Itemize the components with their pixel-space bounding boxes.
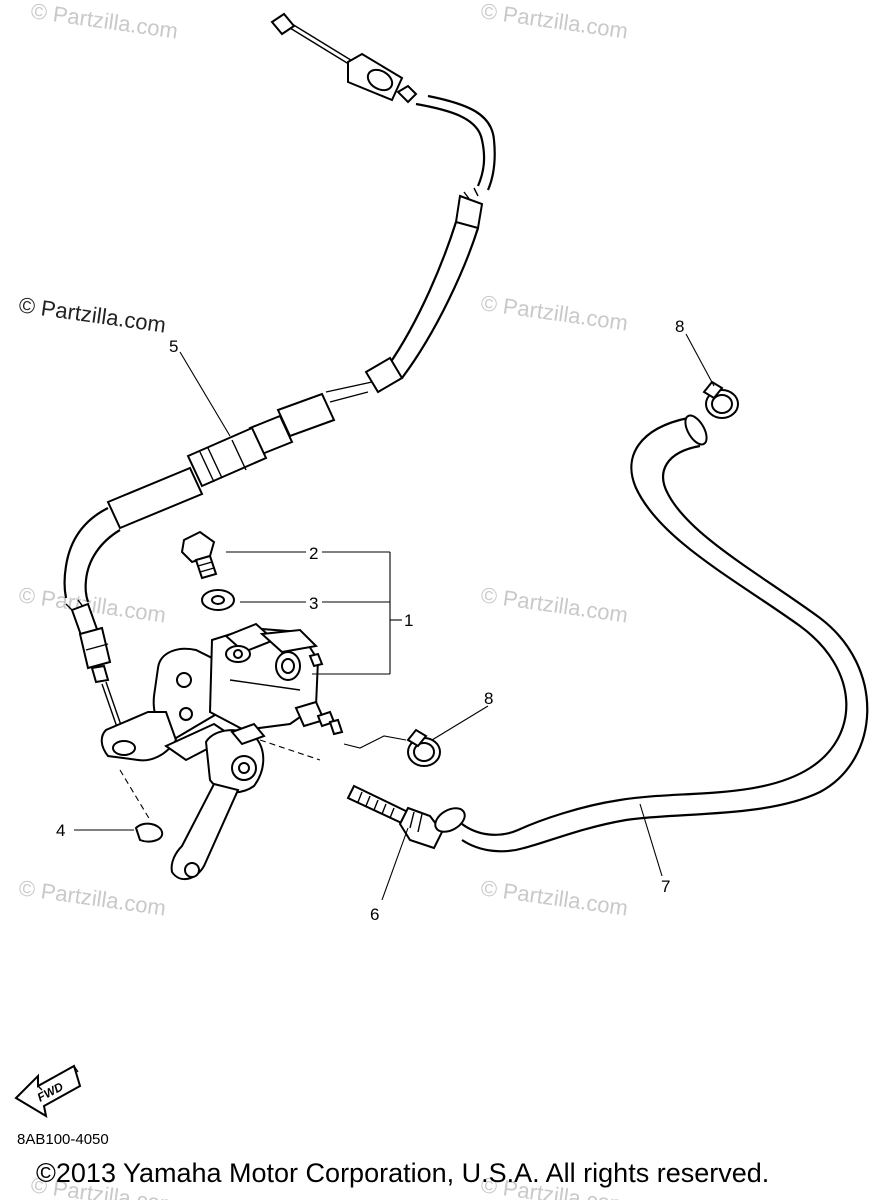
copyright-notice: ©2013 Yamaha Motor Corporation, U.S.A. A… bbox=[36, 1158, 770, 1188]
callout-6: 6 bbox=[370, 905, 379, 924]
watermark: © Partzilla.com bbox=[479, 875, 629, 920]
callout-1: 1 bbox=[404, 611, 413, 630]
diagram-code: 8AB100-4050 bbox=[17, 1131, 109, 1148]
callout-4: 4 bbox=[56, 821, 65, 840]
watermark-dark: © Partzilla.com bbox=[17, 292, 167, 337]
hose-clamp bbox=[406, 728, 441, 767]
callout-2: 2 bbox=[309, 544, 318, 563]
leader-lines bbox=[74, 333, 715, 901]
callout-labels: 5 2 3 1 4 6 7 8 8 bbox=[56, 317, 684, 924]
pump-assembly bbox=[100, 530, 344, 881]
callout-7: 7 bbox=[661, 877, 670, 896]
watermark: © Partzilla.com bbox=[479, 290, 629, 335]
callout-5: 5 bbox=[169, 337, 178, 356]
screw bbox=[346, 784, 444, 850]
watermark-layer: © Partzilla.com © Partzilla.com © Partzi… bbox=[17, 0, 629, 1200]
hose bbox=[434, 414, 869, 853]
callout-3: 3 bbox=[309, 594, 318, 613]
watermark: © Partzilla.com bbox=[29, 0, 179, 44]
watermark: © Partzilla.com bbox=[17, 875, 167, 920]
hose-clamp bbox=[702, 380, 739, 419]
watermark: © Partzilla.com bbox=[479, 582, 629, 627]
callout-8: 8 bbox=[484, 689, 493, 708]
fwd-arrow-icon: FWD bbox=[14, 1064, 82, 1119]
cable-assembly bbox=[63, 12, 496, 738]
callout-8: 8 bbox=[675, 317, 684, 336]
watermark: © Partzilla.com bbox=[479, 0, 629, 44]
